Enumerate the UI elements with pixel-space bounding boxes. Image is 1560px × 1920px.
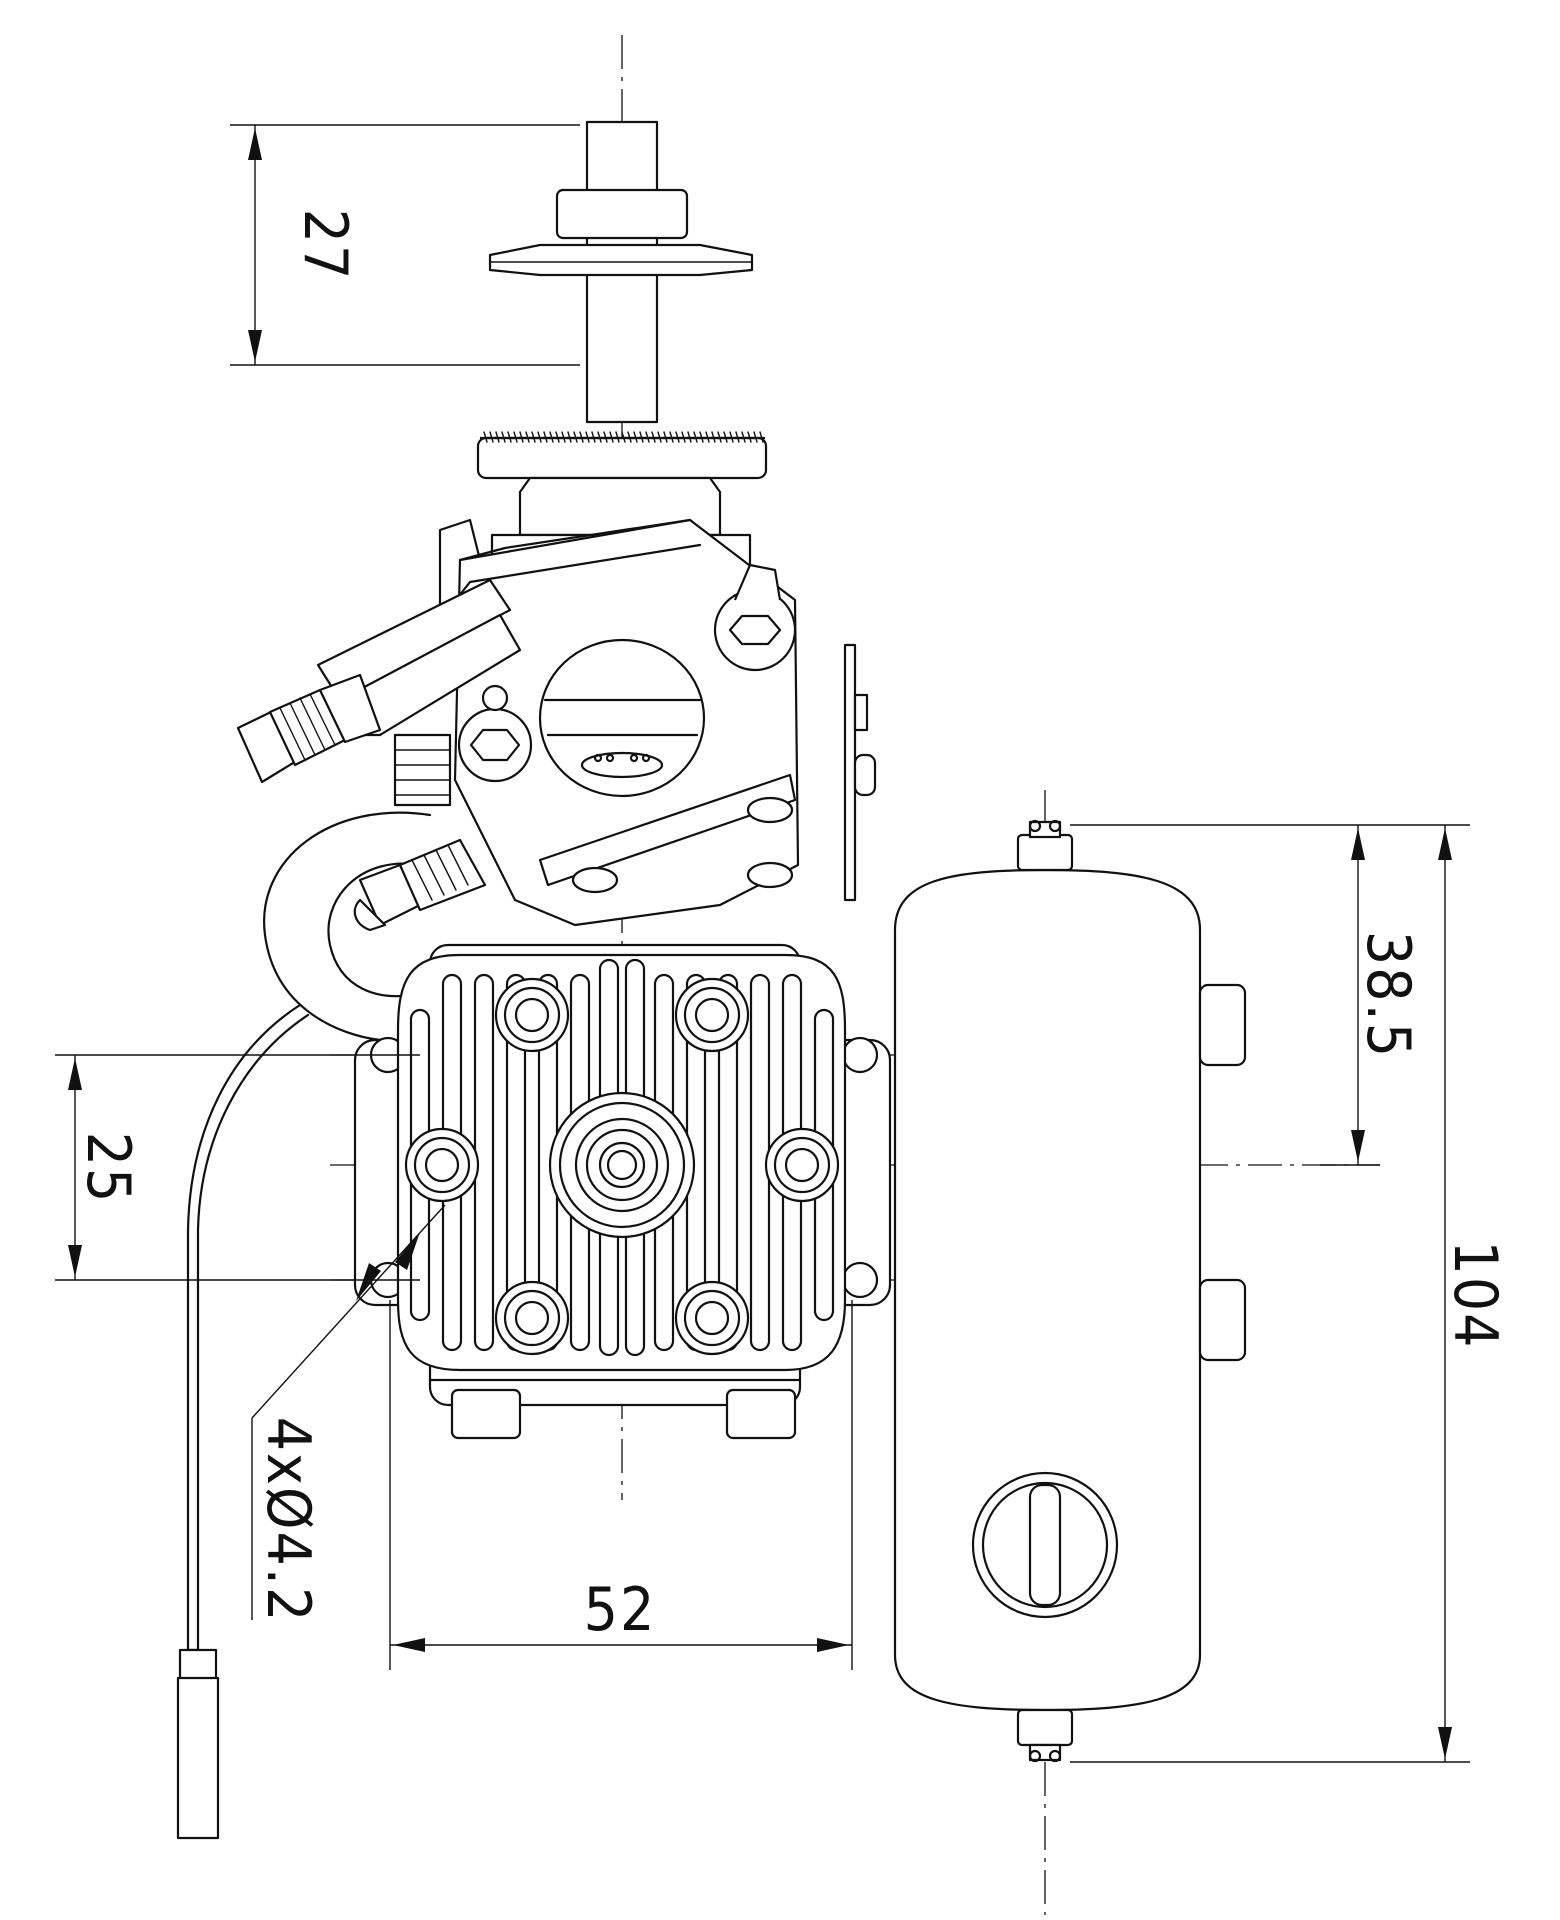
ignition-lead (176, 1003, 310, 1840)
fuel-tank (893, 819, 1247, 1763)
dim-label-bolt-spacing-vertical: 25 (73, 1132, 143, 1205)
carburetor (236, 518, 800, 927)
head-bolt (404, 1127, 480, 1203)
head-bolt (674, 977, 750, 1053)
head-bolt (494, 1280, 570, 1356)
dimension-labels: 27 25 4xØ4.2 52 38.5 104 (73, 209, 1510, 1645)
fuel-fitting-upper (236, 673, 382, 784)
dim-label-tank-offset: 38.5 (1353, 931, 1423, 1059)
head-bolt (764, 1127, 840, 1203)
head-bolts (404, 977, 840, 1356)
dim-label-bolt-spacing-horizontal: 52 (584, 1575, 657, 1645)
dim-label-tank-height: 104 (1440, 1240, 1510, 1349)
dimension-lines (55, 124, 1470, 1763)
mount-plate (843, 643, 877, 902)
head-bolt (494, 977, 570, 1053)
head-bolt (674, 1280, 750, 1356)
dim-label-mount-holes: 4xØ4.2 (253, 1417, 323, 1624)
propeller-shaft (488, 120, 754, 424)
spark-plug (548, 1091, 696, 1239)
dim-label-shaft-length: 27 (290, 209, 360, 282)
fuel-line-loop (263, 811, 487, 1042)
